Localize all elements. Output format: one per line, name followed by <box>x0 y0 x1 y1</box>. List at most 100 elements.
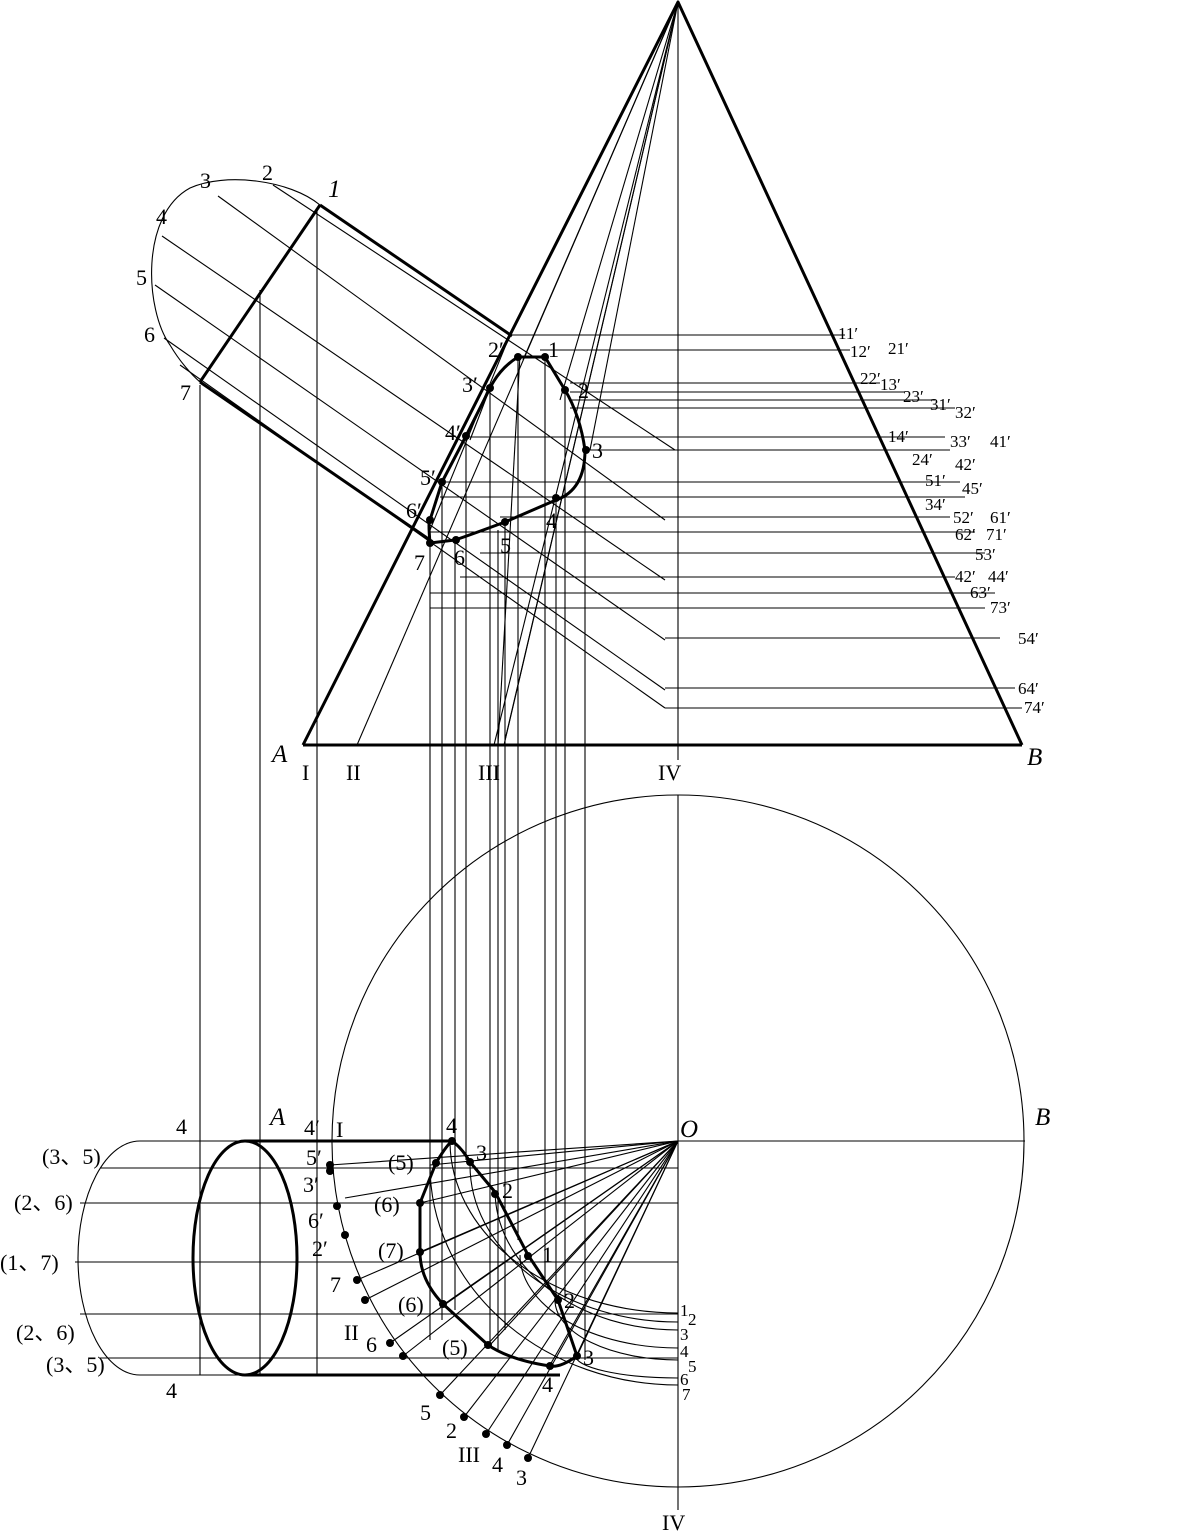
svg-text:22′: 22′ <box>860 369 881 388</box>
cone-outline <box>301 0 1024 746</box>
svg-text:4′: 4′ <box>445 420 461 445</box>
svg-text:42′: 42′ <box>955 455 976 474</box>
plan-view: A O B I IV 4 (3、5) (2、6) (1、7) (2、6) (3、… <box>0 794 1050 1534</box>
svg-text:33′: 33′ <box>950 432 971 451</box>
svg-text:54′: 54′ <box>1018 629 1039 648</box>
svg-text:3: 3 <box>583 1345 594 1370</box>
svg-text:(6): (6) <box>398 1292 424 1317</box>
elevation-view: 1 2 3 4 5 6 7 1 2′ 3′ 4′ 5′ 6′ 7 2 3 4 5… <box>136 0 1045 1375</box>
svg-text:3: 3 <box>200 168 211 193</box>
svg-text:(5): (5) <box>442 1335 468 1360</box>
inclined-cylinder <box>151 179 676 1375</box>
svg-text:7: 7 <box>180 380 191 405</box>
svg-text:45′: 45′ <box>962 479 983 498</box>
svg-text:3: 3 <box>680 1325 689 1344</box>
svg-text:14′: 14′ <box>888 427 909 446</box>
svg-text:4: 4 <box>546 508 557 533</box>
svg-text:5: 5 <box>136 265 147 290</box>
svg-text:2: 2 <box>502 1178 513 1203</box>
label-B-elevation: B <box>1027 744 1042 771</box>
svg-text:53′: 53′ <box>975 545 996 564</box>
label-I-elevation: I <box>302 760 309 785</box>
svg-text:7: 7 <box>682 1385 691 1404</box>
svg-text:61′: 61′ <box>990 508 1011 527</box>
svg-text:24′: 24′ <box>912 450 933 469</box>
svg-text:62′: 62′ <box>955 525 976 544</box>
svg-text:7: 7 <box>330 1272 341 1297</box>
svg-text:4′: 4′ <box>304 1115 320 1140</box>
svg-text:6: 6 <box>680 1370 689 1389</box>
svg-text:1: 1 <box>328 176 341 203</box>
svg-text:31′: 31′ <box>930 395 951 414</box>
svg-text:2: 2 <box>446 1418 457 1443</box>
svg-text:71′: 71′ <box>986 525 1007 544</box>
svg-text:4: 4 <box>680 1342 689 1361</box>
svg-text:2: 2 <box>564 1288 575 1313</box>
svg-text:1: 1 <box>548 337 559 362</box>
svg-text:3: 3 <box>592 438 603 463</box>
elevation-curve-dots <box>426 353 590 547</box>
label-B-plan: B <box>1035 1104 1050 1131</box>
label-A-plan: A <box>268 1104 286 1131</box>
plan-curve-dots <box>326 1137 581 1462</box>
svg-text:4: 4 <box>492 1452 503 1477</box>
svg-text:III: III <box>458 1442 480 1467</box>
elevation-curve-labels: 1 2′ 3′ 4′ 5′ 6′ 7 2 3 4 5 6 <box>406 337 603 575</box>
svg-text:6′: 6′ <box>406 498 422 523</box>
svg-text:73′: 73′ <box>990 598 1011 617</box>
label-IV-plan: IV <box>662 1510 685 1534</box>
svg-text:74′: 74′ <box>1024 698 1045 717</box>
svg-text:(2、6): (2、6) <box>16 1320 75 1345</box>
label-I-plan: I <box>336 1117 343 1142</box>
svg-text:(7): (7) <box>378 1238 404 1263</box>
svg-text:11′: 11′ <box>838 324 858 343</box>
svg-text:(2、6): (2、6) <box>14 1190 73 1215</box>
svg-text:4: 4 <box>166 1378 177 1403</box>
svg-text:(5): (5) <box>388 1150 414 1175</box>
intersection-labels: 11′ 12′ 21′ 22′ 13′ 23′ 31′ 32′ 14′ 33′ … <box>838 324 1045 717</box>
label-III-elevation: III <box>478 760 500 785</box>
svg-text:6′: 6′ <box>308 1208 324 1233</box>
svg-text:2: 2 <box>578 378 589 403</box>
svg-text:21′: 21′ <box>888 339 909 358</box>
svg-text:23′: 23′ <box>903 387 924 406</box>
svg-text:44′: 44′ <box>988 567 1009 586</box>
svg-text:5′: 5′ <box>420 465 436 490</box>
svg-text:1: 1 <box>680 1301 689 1320</box>
svg-text:34′: 34′ <box>925 495 946 514</box>
svg-text:(3、5): (3、5) <box>46 1352 105 1377</box>
label-O-plan: O <box>680 1116 698 1143</box>
svg-text:4: 4 <box>446 1113 457 1138</box>
svg-text:5: 5 <box>420 1400 431 1425</box>
svg-text:63′: 63′ <box>970 583 991 602</box>
svg-text:42′: 42′ <box>955 567 976 586</box>
svg-text:51′: 51′ <box>925 471 946 490</box>
svg-text:6: 6 <box>454 545 465 570</box>
svg-text:3′: 3′ <box>303 1172 319 1197</box>
svg-text:52′: 52′ <box>953 508 974 527</box>
svg-text:3′: 3′ <box>462 372 478 397</box>
svg-text:6: 6 <box>144 322 155 347</box>
plan-paren-labels: (5) (6) (7) (6) (5) <box>374 1150 468 1360</box>
plan-arc-labels: 7 II 6 5 2 III 4 3 <box>330 1272 527 1490</box>
svg-text:13′: 13′ <box>880 375 901 394</box>
svg-text:4: 4 <box>176 1114 187 1139</box>
svg-text:5: 5 <box>688 1357 697 1376</box>
plan-right-numbers: 1 2 3 4 5 6 7 <box>680 1301 697 1404</box>
svg-text:1: 1 <box>542 1242 553 1267</box>
svg-text:II: II <box>344 1320 359 1345</box>
label-IV-elevation: IV <box>658 760 681 785</box>
svg-text:41′: 41′ <box>990 432 1011 451</box>
svg-text:5: 5 <box>500 533 511 558</box>
svg-text:(6): (6) <box>374 1192 400 1217</box>
elevation-projectors <box>429 357 586 1360</box>
svg-text:2: 2 <box>688 1310 697 1329</box>
svg-text:64′: 64′ <box>1018 679 1039 698</box>
cylinder-plan <box>75 1139 678 1377</box>
plan-curve-labels: 4 3 2 1 2 3 4 <box>446 1113 594 1397</box>
svg-text:3: 3 <box>516 1465 527 1490</box>
svg-text:4: 4 <box>156 204 167 229</box>
svg-text:2: 2 <box>262 160 273 185</box>
plan-primed-labels: 4′ 5′ 3′ 6′ 2′ <box>303 1115 328 1261</box>
